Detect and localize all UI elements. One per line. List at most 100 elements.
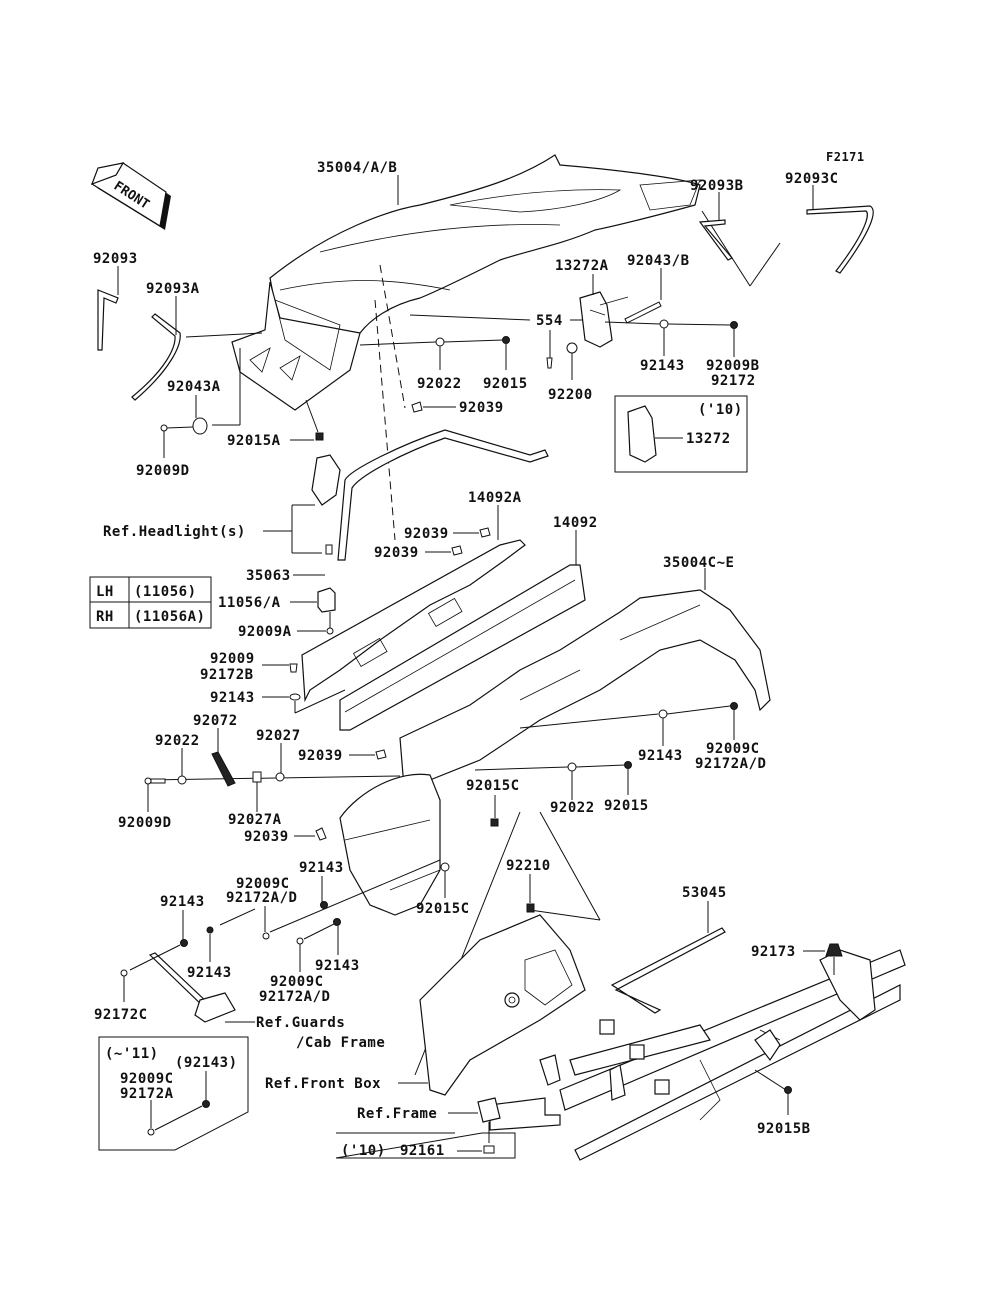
clip-92039-mid [375,749,387,760]
clip-92173 [825,943,843,957]
label-11056-a: 11056/A [218,595,281,611]
nut-92143-mid [289,693,301,701]
label-92039-a: 92039 [404,526,449,542]
label-92172a-d-right: 92172A/D [695,756,766,772]
label-92022-mid: 92022 [550,800,595,816]
label-92172c: 92172C [94,1007,148,1023]
front-box-panel [419,914,586,1096]
label-92143-c2: 92143 [160,894,205,910]
label-92143-c3: 92143 [187,965,232,981]
label-ref-cab-frame: /Cab Frame [296,1035,385,1051]
label-554: 554 [536,313,563,329]
label-92027: 92027 [256,728,301,744]
label-ref-guards: Ref.Guards [256,1015,345,1031]
label-92015b: 92015B [757,1121,811,1137]
label-92200: 92200 [548,387,593,403]
grommet-92043a [192,417,208,435]
nut-92015-top [502,336,510,344]
inset-2011-92009c: 92009C [120,1071,174,1087]
label-92009d-bot: 92009D [118,815,172,831]
nut-inset-2011 [202,1100,210,1108]
nut-92143-right [658,709,668,719]
seal-92093b [698,219,733,261]
label-92009c-c: 92009C [236,876,290,892]
inset-2010-year: ('10) [698,402,743,418]
inset-2010-hinge [614,395,748,473]
label-92009c-d: 92009C [270,974,324,990]
side-table: LH (11056) RH (11056A) [89,576,212,629]
clip-92039-low [315,827,327,841]
screw-92009 [289,663,298,673]
label-92027a: 92027A [228,812,282,828]
label-92009d-top: 92009D [136,463,190,479]
label-35004-a-b: 35004/A/B [317,160,397,176]
label-92015c-bot: 92015C [416,901,470,917]
label-13272: 13272 [686,431,731,447]
label-92015c-top: 92015C [466,778,520,794]
label-92172b: 92172B [200,667,254,683]
rod-53045 [610,927,726,1014]
bolt-92009b [730,321,738,329]
guard-bracket [194,992,236,1023]
nut-92143-c2 [180,939,188,947]
seal-92093c [806,205,874,274]
seal-92093 [97,289,119,351]
label-92043a: 92043A [167,379,221,395]
hinge-13272 [627,405,657,463]
inset-2011-92143: (92143) [175,1055,238,1071]
nut-92143-c4 [333,918,341,926]
label-92173: 92173 [751,944,796,960]
screw-92009c-d [296,937,304,945]
nut-92143-c1 [320,901,328,909]
nut-92015a [315,432,324,441]
label-92143-mid: 92143 [210,690,255,706]
roof-panel [231,154,701,411]
side-lh-part: (11056) [134,584,197,600]
inset-2011-92172a: 92172A [120,1086,174,1102]
nut-92143-c3 [206,926,214,934]
side-rail-14092 [339,564,586,731]
label-35004c-e: 35004C~E [663,555,734,571]
label-92009a: 92009A [238,624,292,640]
hinge-13272a [579,291,629,348]
label-92039-top: 92039 [459,400,504,416]
bar-35063 [337,429,549,561]
bolt-92009c-right [730,702,738,710]
label-92093: 92093 [93,251,138,267]
side-panel-14092a [301,539,526,703]
label-92015a: 92015A [227,433,281,449]
nut-92143-top [659,319,669,329]
label-92043-b: 92043/B [627,253,690,269]
clip-92039-a [479,527,491,538]
side-lh: LH [96,584,114,600]
label-14092a: 14092A [468,490,522,506]
clip-92039-b [451,545,463,556]
label-13272a: 13272A [555,258,609,274]
label-92039-low: 92039 [244,829,289,845]
headlight-bracket [311,454,341,506]
label-92093b: 92093B [690,178,744,194]
label-92072: 92072 [193,713,238,729]
label-92093c: 92093C [785,171,839,187]
bracket-11056 [317,587,336,613]
inset-2011-year: (~'11) [105,1046,159,1062]
side-rh: RH [96,609,114,625]
lower-fender-panel [339,773,441,916]
nut-92015c-bot [440,862,450,872]
side-rh-part: (11056A) [134,609,205,625]
clip-92039-top [411,401,423,413]
label-92022-left: 92022 [155,733,200,749]
label-92009c-right: 92009C [706,741,760,757]
screw-inset-2011 [147,1128,155,1136]
label-92022-top: 92022 [417,376,462,392]
front-arrow-icon: FRONT [90,162,171,230]
clip-554 [546,357,553,369]
screw-92009a [326,627,334,635]
seal-92093a [131,313,181,401]
label-92039-b: 92039 [374,545,419,561]
label-92143-right: 92143 [638,748,683,764]
label-92039-mid: 92039 [298,748,343,764]
frame-mount [477,1097,501,1123]
screw-92172c [120,969,128,977]
inset-2010-bottom-year: ('10) [341,1143,386,1159]
